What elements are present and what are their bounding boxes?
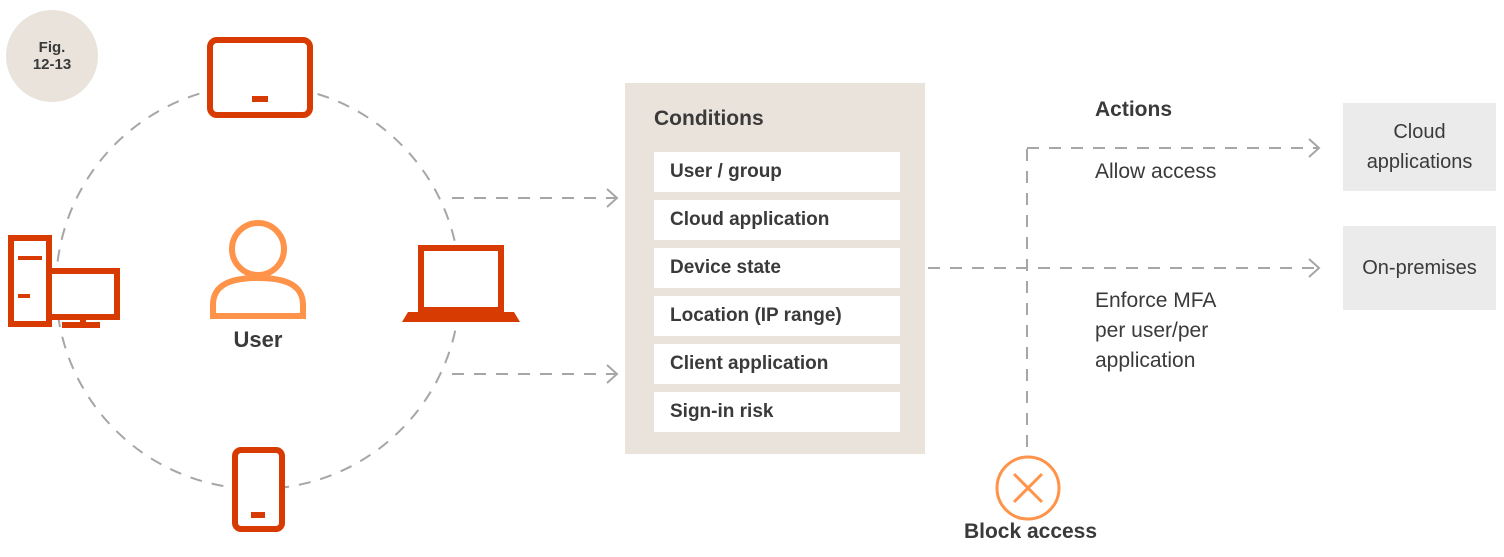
block-access-label: Block access	[963, 520, 1098, 543]
connector-upper	[452, 188, 619, 208]
phone-icon	[232, 447, 285, 532]
enforce-mfa-line2: per user/per	[1095, 319, 1209, 342]
enforce-mfa-line1: Enforce MFA	[1095, 289, 1217, 312]
condition-device-state: Device state	[654, 248, 900, 288]
laptop-icon	[402, 245, 520, 322]
on-premises-box: On-premises	[1343, 226, 1496, 310]
user-label: User	[233, 327, 283, 352]
on-premises-label: On-premises	[1362, 257, 1477, 279]
condition-sign-in-risk: Sign-in risk	[654, 392, 900, 432]
connector-actions	[928, 138, 1321, 447]
enforce-mfa-line3: application	[1095, 349, 1196, 372]
conditions-list: User / group Cloud application Device st…	[654, 152, 900, 440]
conditions-title: Conditions	[654, 107, 764, 130]
connector-lower	[452, 364, 619, 384]
actions-title: Actions	[1095, 98, 1173, 121]
tablet-icon	[207, 37, 313, 118]
cloud-applications-box: Cloud applications	[1343, 103, 1496, 191]
condition-client-application: Client application	[654, 344, 900, 384]
allow-access-label: Allow access	[1095, 160, 1217, 183]
desktop-tower-icon	[8, 235, 120, 328]
figure-badge: Fig. 12-13	[6, 10, 98, 102]
cloud-applications-line1: Cloud	[1393, 121, 1446, 143]
figure-label-line1: Fig.	[38, 39, 66, 56]
condition-cloud-application: Cloud application	[654, 200, 900, 240]
block-x-icon	[995, 455, 1061, 521]
figure-label-line2: 12-13	[32, 56, 72, 73]
condition-location: Location (IP range)	[654, 296, 900, 336]
cloud-applications-line2: applications	[1366, 151, 1473, 173]
condition-user-group: User / group	[654, 152, 900, 192]
user-icon	[210, 220, 306, 319]
conditions-panel: Conditions User / group Cloud applicatio…	[625, 83, 925, 454]
enforce-mfa-label: Enforce MFA per user/per application	[1095, 286, 1265, 376]
